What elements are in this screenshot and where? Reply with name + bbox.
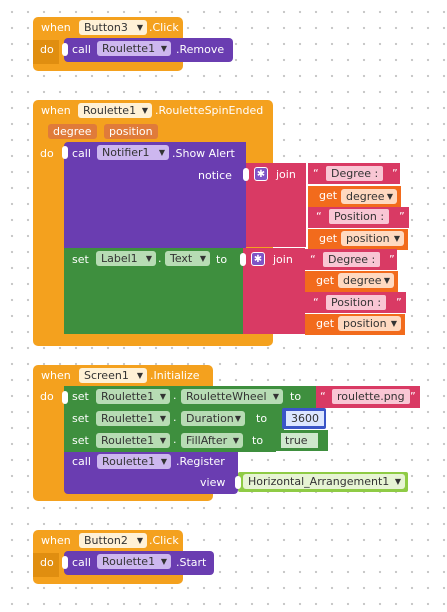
variable-dropdown-position[interactable]: position▼: [341, 231, 404, 246]
boolean-dropdown-true[interactable]: true: [281, 433, 318, 448]
number-duration[interactable]: 3600: [286, 411, 324, 426]
component-dropdown-roulette1[interactable]: Roulette1▼: [96, 389, 170, 404]
property-dropdown-roulettewheel[interactable]: RouletteWheel▼: [181, 389, 283, 404]
to-label: to: [256, 412, 268, 425]
string-position[interactable]: Position :: [329, 209, 390, 224]
component-dropdown-screen1[interactable]: Screen1▼: [79, 368, 147, 383]
gear-icon[interactable]: ✱: [254, 167, 268, 181]
call-label: call: [72, 556, 91, 569]
component-dropdown-label1[interactable]: Label1▼: [96, 251, 156, 266]
join-label: join: [276, 168, 296, 181]
string-degree[interactable]: Degree :: [323, 252, 381, 267]
component-dropdown-button2[interactable]: Button2▼: [79, 533, 147, 548]
get-label: get: [319, 189, 338, 202]
event-name: .RouletteSpinEnded: [155, 104, 264, 117]
component-dropdown-roulette1[interactable]: Roulette1▼: [97, 41, 171, 56]
view-label: view: [200, 476, 226, 489]
to-label: to: [252, 434, 264, 447]
dropdown-arrow-icon: ▼: [159, 436, 166, 445]
dropdown-arrow-icon: ▼: [390, 319, 397, 328]
call-label: call: [72, 455, 91, 468]
dropdown-arrow-icon: ▼: [160, 457, 167, 466]
dropdown-arrow-icon: ▼: [159, 414, 166, 423]
do-label: do: [40, 390, 54, 403]
call-label: call: [72, 147, 91, 160]
when-label: when: [41, 369, 71, 382]
component-dropdown-roulette1[interactable]: Roulette1▼: [78, 103, 152, 118]
dropdown-arrow-icon: ▼: [160, 557, 167, 566]
param-degree[interactable]: degree: [48, 124, 97, 139]
do-label: do: [40, 43, 54, 56]
property-dropdown-duration[interactable]: Duration▼: [181, 411, 245, 426]
method-name: .Start: [176, 556, 207, 569]
dropdown-arrow-icon: ▼: [393, 234, 400, 243]
to-label: to: [290, 390, 302, 403]
set-label: set: [72, 253, 89, 266]
dropdown-arrow-icon: ▼: [160, 44, 167, 53]
dropdown-arrow-icon: ▼: [199, 254, 206, 263]
when-label: when: [41, 21, 71, 34]
when-label: when: [41, 104, 71, 117]
variable-dropdown-degree[interactable]: degree▼: [341, 189, 397, 204]
dropdown-arrow-icon: ▼: [136, 23, 143, 32]
method-name: .Register: [176, 455, 225, 468]
set-label: set: [72, 412, 89, 425]
dropdown-arrow-icon: ▼: [141, 106, 148, 115]
dropdown-arrow-icon: ▼: [394, 477, 401, 486]
dropdown-arrow-icon: ▼: [145, 254, 152, 263]
component-dropdown-roulette1[interactable]: Roulette1▼: [96, 433, 170, 448]
do-label: do: [40, 147, 54, 160]
string-degree[interactable]: Degree :: [326, 166, 384, 181]
do-label: do: [40, 556, 54, 569]
get-label: get: [316, 317, 335, 330]
set-label: set: [72, 390, 89, 403]
property-dropdown-text[interactable]: Text▼: [165, 251, 210, 266]
event-name: .Click: [149, 534, 179, 547]
variable-dropdown-degree[interactable]: degree▼: [338, 273, 394, 288]
string-roulette-png[interactable]: roulette.png: [332, 389, 410, 404]
set-label: set: [72, 434, 89, 447]
get-label: get: [319, 232, 338, 245]
component-dropdown-roulette1[interactable]: Roulette1▼: [97, 454, 171, 469]
string-position[interactable]: Position :: [326, 295, 387, 310]
method-name: .Show Alert: [172, 147, 235, 160]
dropdown-arrow-icon: ▼: [158, 148, 165, 157]
dropdown-arrow-icon: ▼: [136, 536, 143, 545]
notice-label: notice: [198, 169, 232, 182]
property-dropdown-fillafter[interactable]: FillAfter▼: [181, 433, 243, 448]
call-label: call: [72, 43, 91, 56]
dropdown-arrow-icon: ▼: [383, 276, 390, 285]
to-label: to: [216, 253, 228, 266]
param-position[interactable]: position: [104, 124, 158, 139]
variable-dropdown-position[interactable]: position▼: [338, 316, 401, 331]
dropdown-arrow-icon: ▼: [272, 392, 279, 401]
when-label: when: [41, 534, 71, 547]
event-name: .Click: [149, 21, 179, 34]
dropdown-arrow-icon: ▼: [232, 436, 239, 445]
component-dropdown-roulette1[interactable]: Roulette1▼: [96, 411, 170, 426]
event-name: .Initialize: [150, 369, 200, 382]
dropdown-arrow-icon: ▼: [136, 371, 143, 380]
dropdown-arrow-icon: ▼: [386, 192, 393, 201]
get-label: get: [316, 274, 335, 287]
join-label: join: [273, 253, 293, 266]
dropdown-arrow-icon: ▼: [159, 392, 166, 401]
method-name: .Remove: [176, 43, 225, 56]
component-dropdown-roulette1[interactable]: Roulette1▼: [97, 554, 171, 569]
component-dropdown-button3[interactable]: Button3▼: [79, 20, 147, 35]
dropdown-arrow-icon: ▼: [234, 414, 241, 423]
gear-icon[interactable]: ✱: [251, 252, 265, 266]
component-dropdown-arrangement[interactable]: Horizontal_Arrangement1▼: [243, 474, 405, 489]
component-dropdown-notifier1[interactable]: Notifier1▼: [97, 145, 169, 160]
